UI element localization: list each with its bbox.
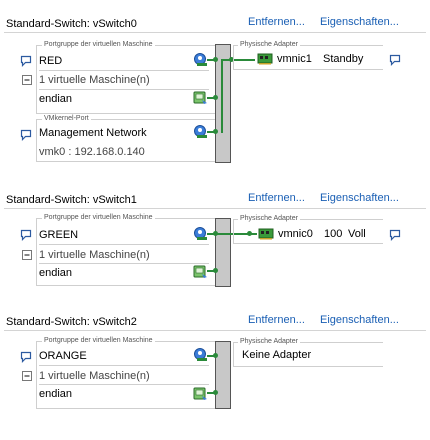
switch-bar — [215, 218, 231, 287]
adapter-border — [233, 243, 383, 244]
connector-dot — [213, 129, 218, 134]
collapse-icon[interactable] — [22, 75, 32, 85]
switch-title: Standard-Switch: vSwitch2 — [6, 316, 137, 328]
connector-line — [207, 97, 215, 99]
adapter-duplex: Voll — [348, 227, 366, 240]
connector-dot — [213, 231, 218, 236]
divider — [39, 244, 209, 245]
divider — [39, 384, 209, 385]
vm-portgroup-legend: Portgruppe der virtuellen Maschine — [42, 214, 155, 222]
adapter-border — [233, 45, 383, 46]
connector-line — [207, 355, 215, 357]
divider — [39, 263, 209, 264]
vm-icon[interactable] — [193, 386, 209, 402]
section-divider — [4, 32, 426, 33]
vm-count: 1 virtuelle Maschine(n) — [39, 369, 150, 382]
adapter-name[interactable]: vmnic0 — [278, 227, 313, 240]
connector-line — [207, 59, 215, 61]
adapter-legend: Physische Adapter — [238, 41, 300, 49]
portgroup-name: ORANGE — [39, 349, 87, 362]
no-adapter-label: Keine Adapter — [242, 348, 312, 361]
divider — [39, 70, 209, 71]
speech-bubble-icon[interactable] — [389, 229, 401, 241]
vmkernel-ip: vmk0 : 192.168.0.140 — [39, 145, 145, 158]
section-divider — [4, 208, 426, 209]
vm-portgroup-legend: Portgruppe der virtuellen Maschine — [42, 337, 155, 345]
adapter-legend: Physische Adapter — [238, 338, 300, 346]
connector-dot — [213, 268, 218, 273]
speech-bubble-icon[interactable] — [20, 55, 32, 67]
connector-dot — [213, 57, 218, 62]
connector-dot — [213, 353, 218, 358]
switch-bar — [215, 44, 231, 163]
collapse-icon[interactable] — [22, 371, 32, 381]
section-divider — [4, 330, 426, 331]
properties-link[interactable]: Eigenschaften... — [320, 192, 399, 204]
divider — [39, 89, 209, 90]
speech-bubble-icon[interactable] — [389, 54, 401, 66]
remove-link[interactable]: Entfernen... — [248, 16, 305, 28]
speech-bubble-icon[interactable] — [20, 351, 32, 363]
speech-bubble-icon[interactable] — [20, 129, 32, 141]
adapter-status: Standby — [323, 52, 364, 65]
switch-bar — [215, 341, 231, 409]
connector-dot — [213, 95, 218, 100]
properties-link[interactable]: Eigenschaften... — [320, 16, 399, 28]
connector-line — [207, 270, 215, 272]
portgroup-name: RED — [39, 54, 63, 67]
adapter-border — [233, 366, 383, 367]
switch-title: Standard-Switch: vSwitch1 — [6, 194, 137, 206]
adapter-name[interactable]: vmnic1 — [277, 52, 312, 65]
adapter-border — [233, 45, 234, 69]
adapter-speed: 100 — [324, 227, 343, 240]
speech-bubble-icon[interactable] — [20, 229, 32, 241]
vmkernel-name: Management Network — [39, 126, 147, 139]
connector-line — [207, 392, 215, 394]
nic-icon — [257, 53, 273, 65]
vm-name[interactable]: endian — [39, 266, 73, 279]
portgroup-name: GREEN — [39, 228, 79, 241]
connector-line — [207, 131, 215, 133]
vm-name[interactable]: endian — [39, 387, 73, 400]
connector-dot — [213, 390, 218, 395]
adapter-border — [233, 342, 234, 366]
vm-icon[interactable] — [193, 264, 209, 280]
remove-link[interactable]: Entfernen... — [248, 314, 305, 326]
divider — [39, 365, 209, 366]
connector-line — [221, 59, 223, 133]
adapter-border — [233, 219, 383, 220]
vmkernel-box — [36, 119, 219, 162]
switch-title: Standard-Switch: vSwitch0 — [6, 18, 137, 30]
vm-name[interactable]: endian — [39, 92, 73, 105]
nic-icon — [258, 228, 274, 240]
vm-count: 1 virtuelle Maschine(n) — [39, 248, 150, 261]
collapse-icon[interactable] — [22, 250, 32, 260]
properties-link[interactable]: Eigenschaften... — [320, 314, 399, 326]
vm-portgroup-legend: Portgruppe der virtuellen Maschine — [42, 41, 155, 49]
vm-count: 1 virtuelle Maschine(n) — [39, 73, 150, 86]
connector-dot — [229, 57, 234, 62]
remove-link[interactable]: Entfernen... — [248, 192, 305, 204]
connector-dot — [247, 231, 252, 236]
vmkernel-legend: VMkernel-Port — [42, 115, 91, 123]
connector-line — [207, 233, 257, 235]
adapter-border — [233, 342, 383, 343]
adapter-legend: Physische Adapter — [238, 215, 300, 223]
adapter-border — [233, 69, 383, 70]
connector-line — [221, 59, 255, 61]
adapter-border — [233, 219, 234, 243]
